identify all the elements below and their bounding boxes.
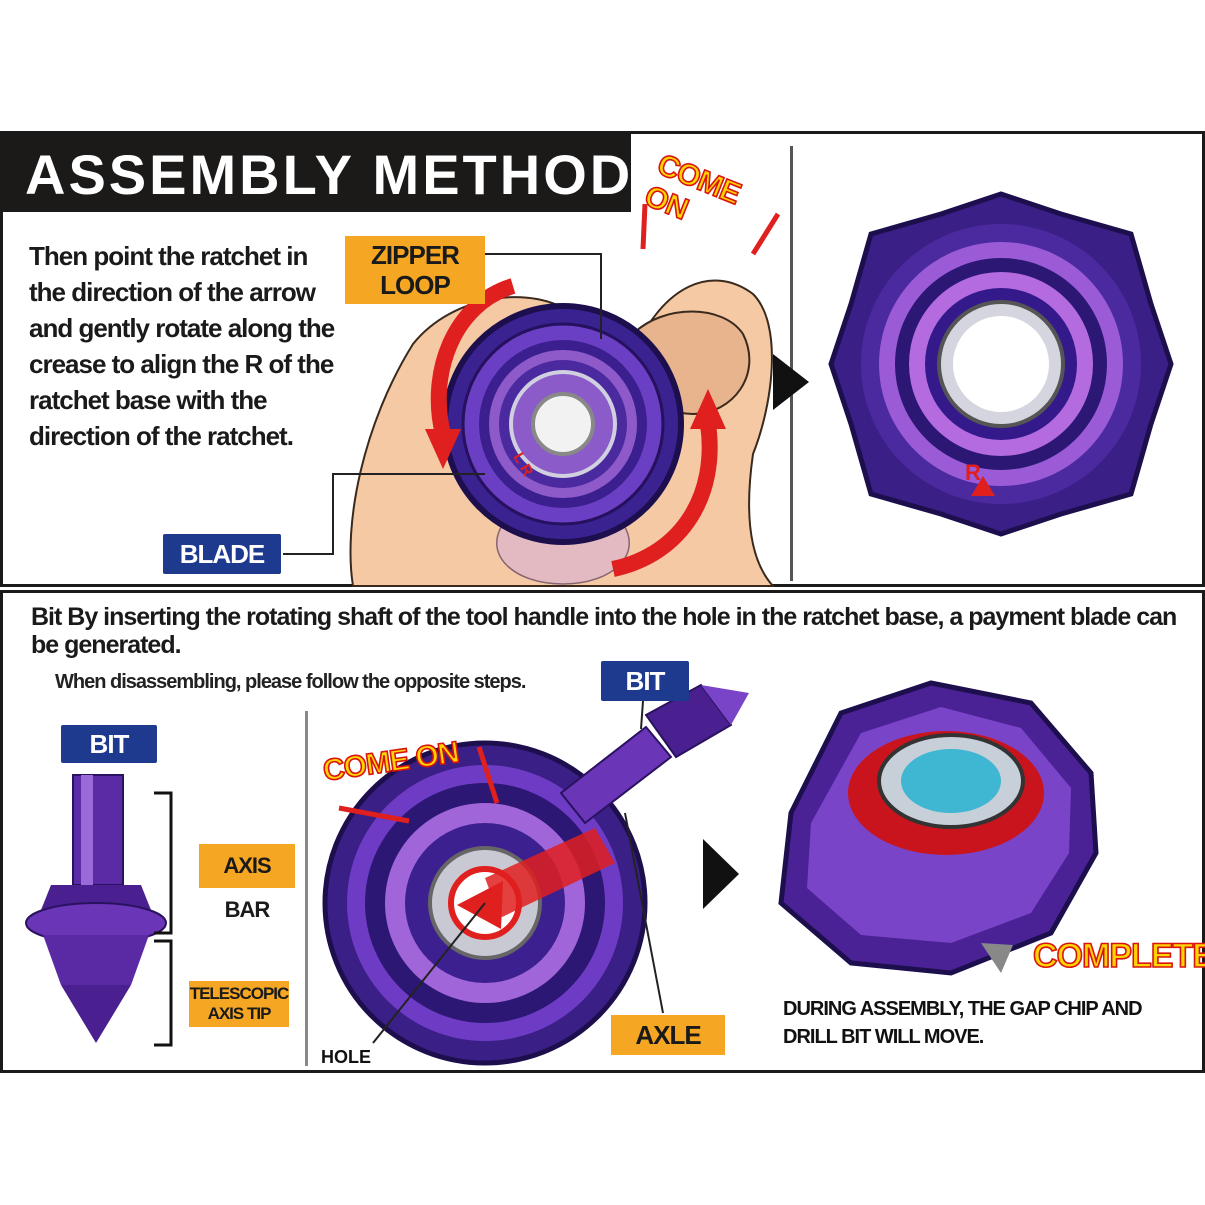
page-title: ASSEMBLY METHOD bbox=[25, 143, 634, 206]
zipper-loop-label: ZIPPER LOOP bbox=[345, 236, 485, 304]
completed-top-illustration bbox=[778, 680, 1099, 976]
vertical-divider-top bbox=[790, 146, 793, 581]
ratchet-r-marking: R bbox=[965, 460, 981, 485]
complete-callout: COMPLETE bbox=[1032, 936, 1205, 976]
ratchet-insertion-illustration bbox=[322, 740, 648, 1066]
arrow-right-icon-bottom bbox=[703, 839, 739, 909]
callout-burst-lines-bottom bbox=[338, 746, 500, 824]
bit-part-illustration bbox=[25, 774, 167, 1043]
assembly-step-1-panel: ASSEMBLY METHOD Then point the ratchet i… bbox=[0, 131, 1205, 587]
disassembly-note: When disassembling, please follow the op… bbox=[55, 671, 526, 693]
telescopic-axis-tip-label: TELESCOPIC AXIS TIP bbox=[189, 981, 289, 1027]
hand-holding-ratchet-illustration bbox=[283, 253, 776, 587]
blade-label: BLADE bbox=[163, 534, 281, 574]
bit-bracket-lines bbox=[154, 791, 173, 1047]
step-1-instructions: Then point the ratchet in the direction … bbox=[29, 241, 335, 451]
hole-label: HOLE bbox=[321, 1047, 372, 1067]
bit-label-left: BIT bbox=[61, 725, 157, 763]
bit-label-center: BIT bbox=[601, 661, 689, 701]
assembly-caption: DURING ASSEMBLY, THE GAP CHIP AND DRILL … bbox=[783, 998, 1143, 1048]
axis-bar-label: AXIS BAR bbox=[199, 844, 295, 922]
step-2-instructions: Bit By inserting the rotating shaft of t… bbox=[31, 603, 1177, 659]
callout-burst-lines-top bbox=[640, 203, 781, 256]
vertical-divider-bottom bbox=[305, 711, 308, 1066]
title-bar: ASSEMBLY METHOD bbox=[3, 134, 631, 212]
assembly-step-2-panel: Bit By inserting the rotating shaft of t… bbox=[0, 590, 1205, 1073]
ratchet-base-illustration bbox=[828, 191, 1174, 537]
axle-label: AXLE bbox=[611, 1015, 725, 1055]
tool-handle-bit-illustration bbox=[559, 683, 749, 825]
arrow-right-icon bbox=[773, 354, 809, 410]
leader-lines-bottom bbox=[372, 700, 664, 1044]
